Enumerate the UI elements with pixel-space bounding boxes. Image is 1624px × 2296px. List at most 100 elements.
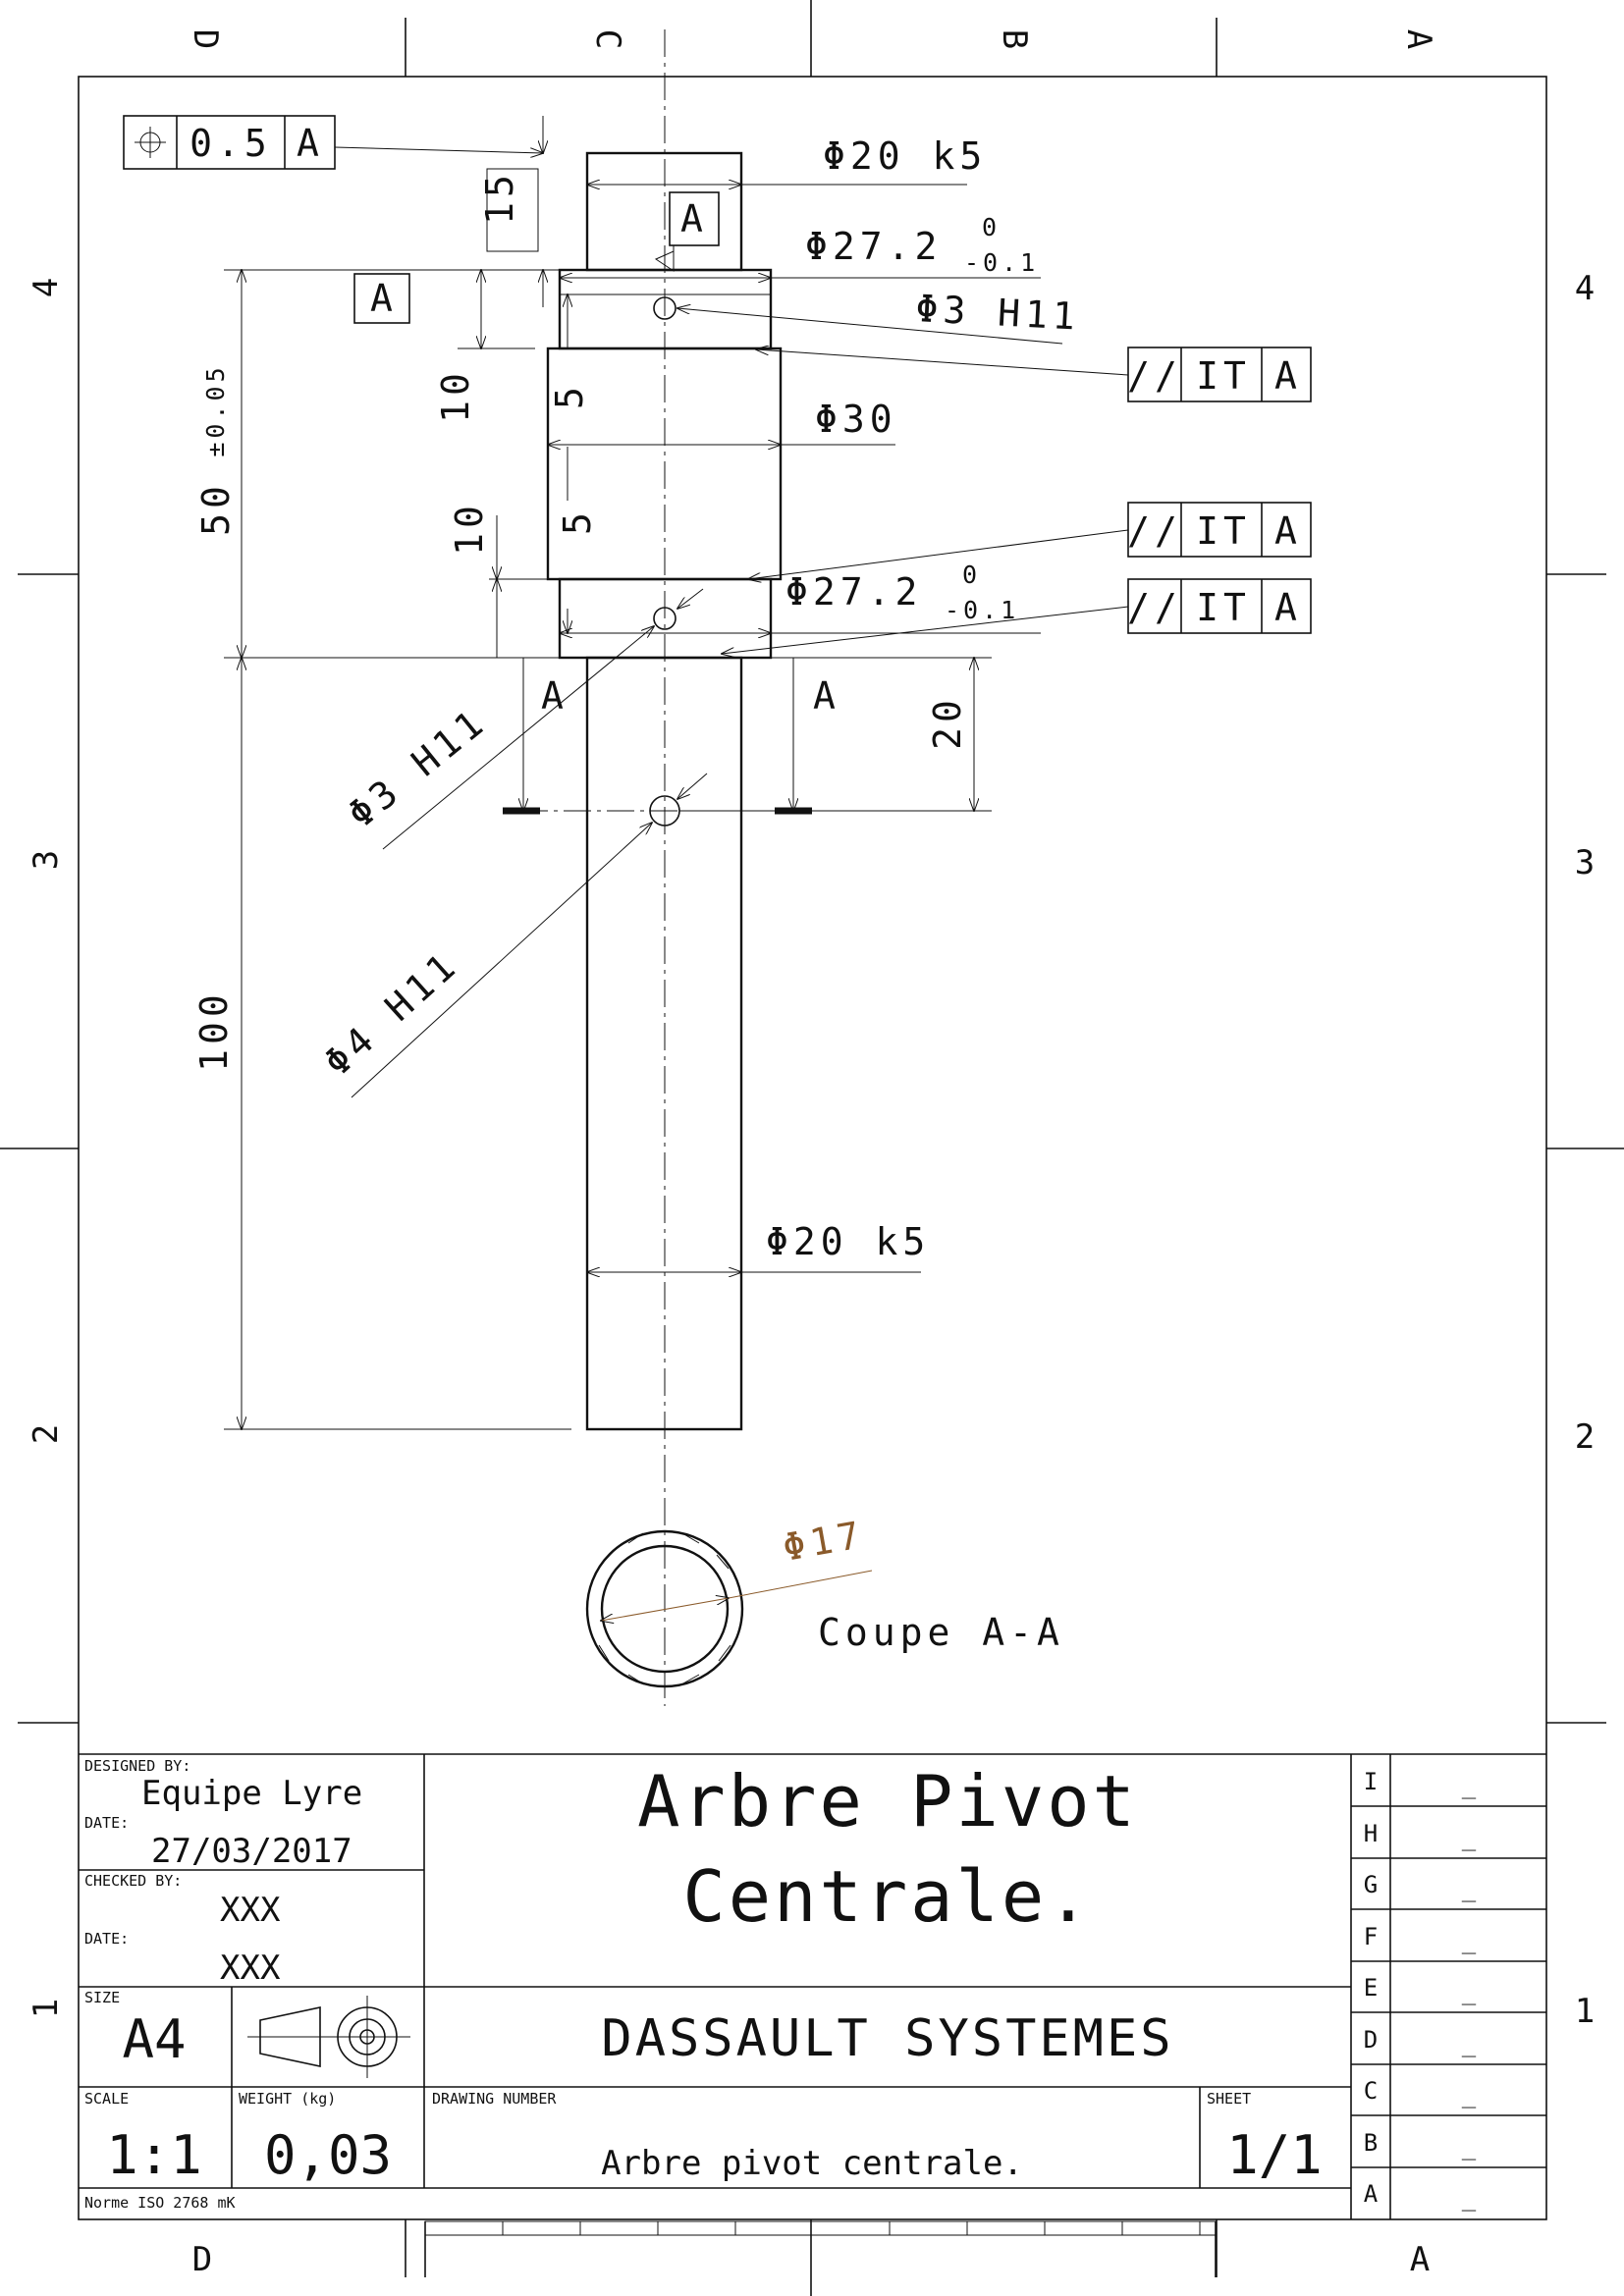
- datum-a-left-box: [353, 273, 410, 324]
- dim-d20k5-bottom: Φ20 k5: [766, 1220, 930, 1263]
- dim-d27-bottom-upper: 0: [962, 561, 981, 589]
- rev-value-a: _: [1462, 2184, 1477, 2212]
- dim-10-bottom-lines: [489, 515, 568, 658]
- checked-by: XXX: [220, 1891, 281, 1930]
- rev-letter-a: A: [1364, 2180, 1379, 2208]
- zone-left-4: 4: [27, 278, 66, 297]
- parallelism-2-datum: A: [1274, 509, 1302, 553]
- datum-a-top: [654, 191, 720, 272]
- dim-50-tol: ±0.05: [201, 363, 230, 456]
- dim-d3h11-top: Φ3 H11: [915, 287, 1081, 339]
- drawing-number-label: DRAWING NUMBER: [432, 2090, 557, 2108]
- dim-d27-top-lower: -0.1: [964, 248, 1039, 277]
- first-angle-projection-icon: [247, 1996, 410, 2078]
- zone-right-2: 2: [1575, 1417, 1595, 1457]
- title-line-2: Centrale.: [682, 1855, 1092, 1938]
- rev-value-f: _: [1462, 1927, 1477, 1954]
- rev-value-h: _: [1462, 1824, 1477, 1851]
- date2-label: DATE:: [84, 1930, 129, 1948]
- designed-by: Equipe Lyre: [141, 1774, 362, 1813]
- parallelism-frame-3: [722, 578, 1312, 654]
- position-icon: [135, 127, 166, 158]
- dim-d27-top: Φ27.2: [805, 225, 942, 268]
- rev-letter-b: B: [1364, 2129, 1378, 2157]
- dim-20-lines: [679, 658, 992, 811]
- dim-d30: Φ30: [815, 398, 897, 441]
- section-caption: Coupe A-A: [818, 1611, 1064, 1654]
- zone-top-d: D: [186, 29, 225, 49]
- rev-letter-i: I: [1364, 1768, 1378, 1795]
- rev-letter-h: H: [1364, 1820, 1378, 1847]
- dim-d17: Φ17: [780, 1513, 868, 1570]
- dim-d20k5-top: Φ20 k5: [823, 134, 987, 178]
- zone-right-3: 3: [1575, 843, 1595, 882]
- zone-bottom-a: A: [1410, 2240, 1430, 2279]
- rev-letter-g: G: [1364, 1871, 1378, 1898]
- rev-value-i: _: [1462, 1772, 1477, 1799]
- parallelism-3-value: IT: [1196, 586, 1251, 629]
- rev-value-g: _: [1462, 1875, 1477, 1902]
- drawing-number: Arbre pivot centrale.: [601, 2144, 1023, 2183]
- size-label: SIZE: [84, 1989, 120, 2006]
- position-tolerance-value: 0.5: [189, 122, 272, 165]
- datum-a-top-letter: A: [680, 197, 708, 240]
- date-label: DATE:: [84, 1814, 129, 1832]
- position-tolerance-datum: A: [297, 122, 324, 165]
- dim-d3h11-mid-lines: [382, 588, 704, 850]
- rev-value-d: _: [1462, 2030, 1477, 2057]
- dim-d3h11-top-lines: [677, 308, 1063, 345]
- section-label-left: A: [541, 674, 568, 718]
- dim-10-bottom: 10: [448, 501, 491, 556]
- parallelism-2-symbol: //: [1127, 509, 1182, 553]
- weight: 0,03: [264, 2124, 392, 2186]
- parallelism-3-symbol: //: [1127, 586, 1182, 629]
- rev-value-e: _: [1462, 1978, 1477, 2005]
- dim-d3h11-middle: Φ3 H11: [340, 700, 495, 836]
- rev-value-b: _: [1462, 2133, 1477, 2161]
- zone-right-4: 4: [1575, 269, 1595, 308]
- dim-50-lines: [224, 270, 587, 658]
- parallelism-frame-2: [748, 502, 1312, 579]
- checked-by-label: CHECKED BY:: [84, 1872, 182, 1890]
- dim-5-bottom: 5: [556, 507, 599, 535]
- rev-letter-f: F: [1364, 1923, 1378, 1950]
- revision-table: I _ H _ G _ F _ E _ D _ C _ B _ A _: [1364, 1768, 1477, 2212]
- dim-5-top: 5: [548, 382, 591, 409]
- rev-letter-d: D: [1364, 2026, 1378, 2054]
- company: DASSAULT SYSTEMES: [601, 2009, 1173, 2068]
- norm: Norme ISO 2768 mK: [84, 2194, 236, 2212]
- section-label-right: A: [813, 674, 840, 718]
- title-block: [79, 1753, 1546, 2219]
- parallelism-1-datum: A: [1274, 354, 1302, 398]
- scale-label: SCALE: [84, 2090, 129, 2108]
- sheet-label: SHEET: [1207, 2090, 1251, 2108]
- parallelism-3-datum: A: [1274, 586, 1302, 629]
- date2: XXX: [220, 1949, 281, 1988]
- datum-a-left: A: [370, 277, 398, 320]
- designed-by-label: DESIGNED BY:: [84, 1757, 190, 1775]
- dim-10-top: 10: [434, 368, 477, 423]
- zone-right-1: 1: [1575, 1992, 1595, 2031]
- scale: 1:1: [106, 2124, 202, 2186]
- dim-20: 20: [926, 695, 969, 750]
- section-aa-view: [585, 1529, 873, 1688]
- dim-d27-bottom-lower: -0.1: [945, 596, 1019, 624]
- date: 27/03/2017: [151, 1832, 352, 1871]
- parallelism-1-symbol: //: [1127, 354, 1182, 398]
- dim-100-lines: [224, 658, 571, 1429]
- sheet: 1/1: [1226, 2124, 1323, 2186]
- zone-bottom-d: D: [192, 2240, 212, 2279]
- title-line-1: Arbre Pivot: [637, 1760, 1138, 1842]
- dim-d27-top-upper: 0: [982, 213, 1001, 241]
- dim-50: 50: [194, 481, 238, 536]
- zone-left-3: 3: [27, 850, 66, 870]
- rev-letter-e: E: [1364, 1974, 1378, 2002]
- zone-top-a: A: [1399, 29, 1438, 49]
- zone-top-b: B: [995, 29, 1034, 49]
- dim-100: 100: [192, 989, 236, 1072]
- rev-value-c: _: [1462, 2081, 1477, 2109]
- rev-letter-c: C: [1364, 2077, 1378, 2105]
- position-tolerance-frame: [123, 115, 543, 170]
